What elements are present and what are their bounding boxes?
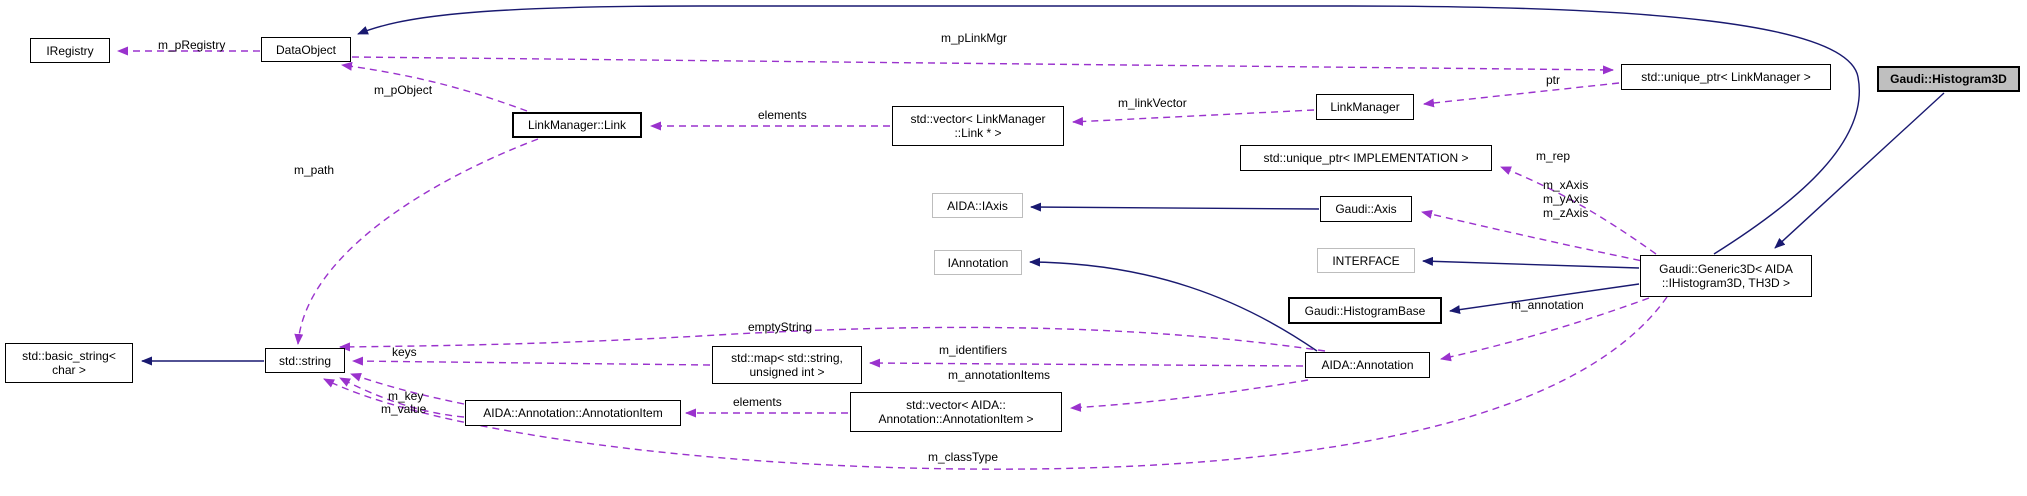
edge-item-string-mvalue [339, 377, 465, 418]
class-node-aida-iaxis[interactable]: AIDA::IAxis [932, 193, 1023, 218]
class-node-iregistry[interactable]: IRegistry [30, 38, 110, 63]
edge-link-string [294, 138, 539, 345]
class-node-iannotation[interactable]: IAnnotation [934, 250, 1022, 275]
edge-generic3d-uptrimpl [1500, 166, 1657, 255]
class-node-vector-annotationitem[interactable]: std::vector< AIDA:: Annotation::Annotati… [850, 392, 1062, 432]
edge-annotation-vecitem [1070, 379, 1309, 412]
edge-item-string-mkey [350, 372, 465, 405]
class-node-gaudi-axis[interactable]: Gaudi::Axis [1320, 196, 1412, 222]
class-node-annotationitem[interactable]: AIDA::Annotation::AnnotationItem [465, 400, 681, 426]
edge-generic3d-dataobject [357, 5, 1860, 255]
edge-link-dataobject [341, 61, 528, 112]
class-node-uniqueptr-linkmanager[interactable]: std::unique_ptr< LinkManager > [1621, 64, 1831, 90]
edge-dataobject-uptrlm [351, 56, 1614, 75]
class-node-gaudi-histogram3d[interactable]: Gaudi::Histogram3D [1877, 66, 2020, 92]
class-node-linkmanager-link[interactable]: LinkManager::Link [512, 112, 642, 138]
edge-generic3d-interface [1422, 256, 1640, 269]
class-node-vector-link[interactable]: std::vector< LinkManager ::Link * > [892, 106, 1064, 146]
edge-hist3d-generic3d [1774, 92, 1945, 249]
class-node-gaudi-generic3d[interactable]: Gaudi::Generic3D< AIDA ::IHistogram3D, T… [1640, 255, 1812, 297]
edge-linkmanager-veclink [1072, 109, 1315, 126]
edge-uptrlm-linkmanager [1423, 82, 1620, 108]
class-node-std-map[interactable]: std::map< std::string, unsigned int > [712, 346, 862, 384]
edge-annotation-map [869, 358, 1304, 368]
edge-generic3d-string-classtype [323, 296, 1668, 470]
edge-generic3d-annotation [1440, 297, 1650, 362]
class-node-dataobject[interactable]: DataObject [261, 37, 351, 62]
class-node-aida-annotation[interactable]: AIDA::Annotation [1305, 352, 1430, 378]
edge-generic3d-histbase [1449, 283, 1640, 315]
edge-map-string-keys [352, 356, 711, 366]
edge-annotation-iannotation [1029, 257, 1318, 352]
edge-annotation-string-emptystring [339, 326, 1326, 352]
class-node-basic-string[interactable]: std::basic_string< char > [5, 343, 133, 383]
class-node-linkmanager[interactable]: LinkManager [1316, 94, 1414, 120]
edge-generic3d-axis [1421, 209, 1653, 264]
class-node-gaudi-histogrambase[interactable]: Gaudi::HistogramBase [1288, 297, 1442, 324]
class-node-std-string[interactable]: std::string [265, 348, 345, 373]
edge-axis-iaxis [1030, 202, 1320, 212]
class-node-interface[interactable]: INTERFACE [1317, 248, 1415, 273]
class-node-uniqueptr-implementation[interactable]: std::unique_ptr< IMPLEMENTATION > [1240, 145, 1492, 171]
